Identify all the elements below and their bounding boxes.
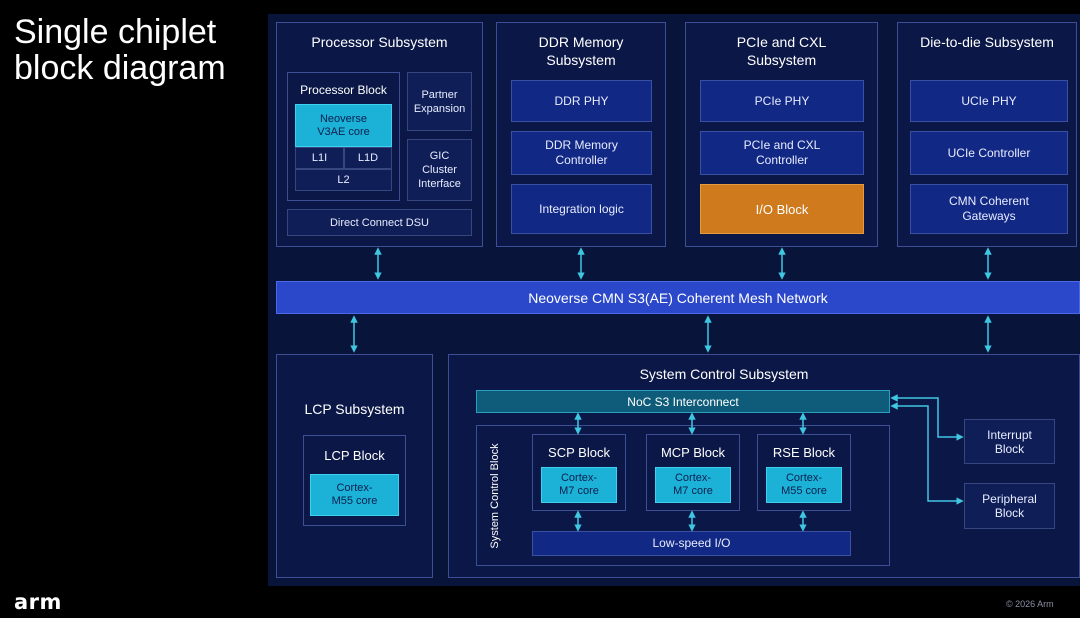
l2-cache: L2 (295, 169, 392, 191)
integration-logic: Integration logic (511, 184, 652, 234)
lcp-cortex-m55-core: Cortex-M55 core (310, 474, 399, 516)
scp-cortex-m7-core: Cortex-M7 core (541, 467, 617, 503)
arm-logo: arm (14, 590, 62, 614)
pcie-phy: PCIe PHY (700, 80, 864, 122)
mcp-cortex-m7-core: Cortex-M7 core (655, 467, 731, 503)
rse-block-title: RSE Block (772, 445, 836, 460)
l1d-cache: L1D (344, 147, 392, 169)
ddr-memory-controller: DDR Memory Controller (511, 131, 652, 175)
pcie-cxl-controller: PCIe and CXL Controller (700, 131, 864, 175)
copyright-text: © 2026 Arm (1006, 599, 1054, 609)
partner-expansion: Partner Expansion (407, 72, 472, 131)
arrow-noc-interrupt (890, 394, 964, 441)
arrow-noc-peripheral (890, 402, 964, 505)
page-title: Single chiplet block diagram (14, 13, 226, 87)
lcp-subsystem-title: LCP Subsystem (304, 401, 405, 417)
neoverse-v3ae-core: Neoverse V3AE core (295, 104, 392, 147)
direct-connect-dsu: Direct Connect DSU (287, 209, 472, 236)
mcp-block-title: MCP Block (660, 445, 726, 460)
processor-subsystem-title: Processor Subsystem (311, 34, 448, 50)
peripheral-block: Peripheral Block (964, 483, 1055, 529)
ddr-subsystem-title: DDR Memory Subsystem (538, 34, 624, 68)
io-block: I/O Block (700, 184, 864, 234)
rse-cortex-m55-core: Cortex-M55 core (766, 467, 842, 503)
noc-s3-interconnect: NoC S3 Interconnect (476, 390, 890, 413)
interrupt-block: Interrupt Block (964, 419, 1055, 464)
system-control-title: System Control Subsystem (639, 366, 809, 382)
ddr-phy: DDR PHY (511, 80, 652, 122)
lcp-block-title: LCP Block (324, 448, 385, 463)
cmn-coherent-gateways: CMN Coherent Gateways (910, 184, 1068, 234)
pcie-subsystem-title: PCIe and CXL Subsystem (736, 34, 827, 68)
processor-block-title: Processor Block (300, 83, 387, 97)
l1i-cache: L1I (295, 147, 344, 169)
scp-block-title: SCP Block (548, 445, 610, 460)
ucie-phy: UCIe PHY (910, 80, 1068, 122)
ucie-controller: UCIe Controller (910, 131, 1068, 175)
coherent-mesh-network: Neoverse CMN S3(AE) Coherent Mesh Networ… (276, 281, 1080, 314)
gic-cluster-interface: GIC Cluster Interface (407, 139, 472, 201)
d2d-subsystem-title: Die-to-die Subsystem (920, 34, 1054, 50)
